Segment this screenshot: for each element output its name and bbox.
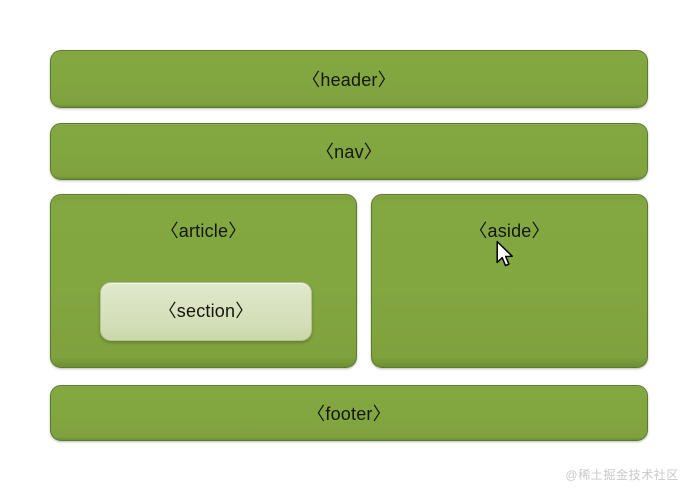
block-section-label: 〈section〉: [158, 301, 254, 321]
watermark-text: @稀土掘金技术社区: [565, 468, 679, 482]
block-footer-label: 〈footer〉: [307, 404, 391, 424]
block-header[interactable]: 〈header〉: [50, 50, 648, 108]
block-footer[interactable]: 〈footer〉: [50, 385, 648, 441]
block-aside[interactable]: 〈aside〉: [371, 194, 648, 368]
block-header-label: 〈header〉: [302, 70, 396, 90]
block-section[interactable]: 〈section〉: [100, 282, 312, 341]
block-article[interactable]: 〈article〉: [50, 194, 357, 368]
block-aside-label: 〈aside〉: [469, 221, 550, 241]
block-article-label: 〈article〉: [160, 221, 247, 241]
block-nav-label: 〈nav〉: [315, 142, 383, 162]
block-nav[interactable]: 〈nav〉: [50, 123, 648, 180]
